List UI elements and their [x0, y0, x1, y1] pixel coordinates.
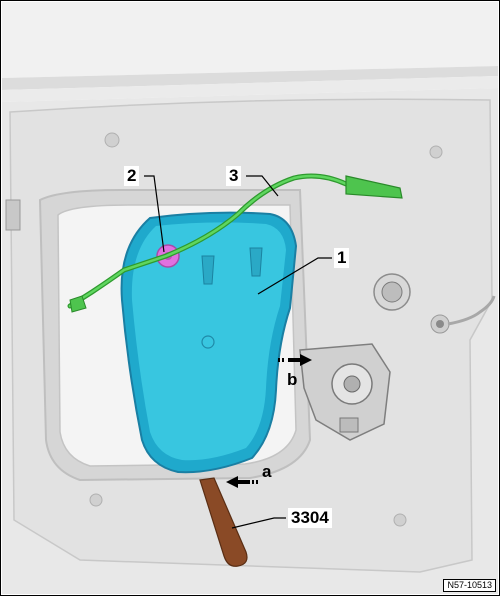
callout-part-3: 3	[226, 166, 242, 186]
callout-part-2: 2	[124, 166, 140, 186]
door-module-cover	[120, 211, 298, 474]
direction-arrow-b	[278, 354, 312, 366]
arrow-label-b: b	[287, 370, 298, 389]
window-regulator-motor	[299, 343, 391, 441]
direction-arrow-a	[226, 476, 258, 488]
window-area	[2, 2, 498, 102]
door-release-cable	[67, 173, 403, 313]
callout-tool-3304: 3304	[288, 508, 332, 528]
arrow-label-a: a	[262, 462, 272, 481]
removal-wedge-tool	[199, 477, 248, 567]
callout-part-1: 1	[334, 248, 350, 268]
figure-code: N57-10513	[443, 579, 496, 592]
leader-lines	[144, 175, 332, 529]
